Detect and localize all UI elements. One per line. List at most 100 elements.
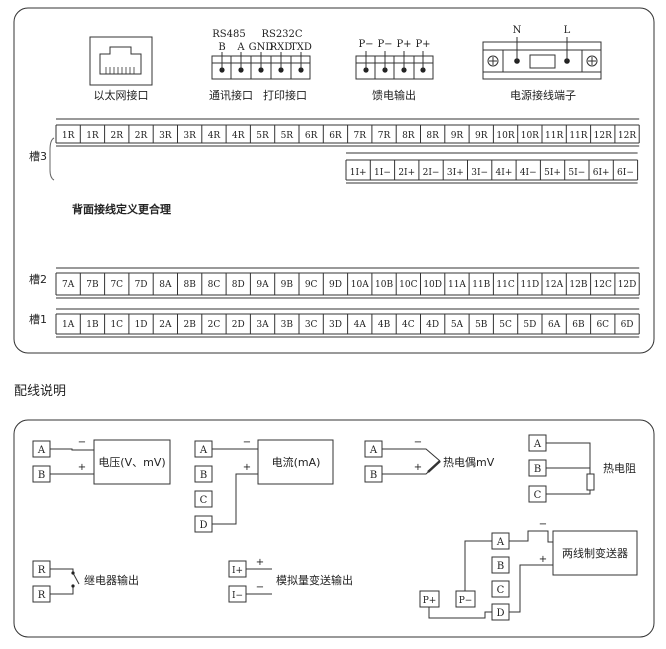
slot1-terminal: 1B [86, 320, 99, 330]
slot2-terminal: 8D [232, 280, 245, 290]
slot3-relay-terminal: 5R [281, 131, 294, 141]
slot2-terminal: 7D [135, 280, 148, 290]
slot2-terminal: 11A [448, 280, 466, 290]
print-label: 打印接口 [263, 88, 307, 102]
feed-label: 馈电输出 [372, 88, 416, 102]
slot3-relay-terminal: 6R [329, 131, 342, 141]
slot2-terminal: 11D [521, 280, 540, 290]
slot3-current-terminal: 5I+ [544, 168, 561, 178]
transmitter-wiring [419, 530, 638, 621]
transmitter-term-pplus: P+ [423, 596, 437, 606]
voltage-term-a: A [37, 445, 46, 456]
slot1-terminal: 3A [256, 320, 269, 330]
slot3-relay-terminal: 4R [232, 131, 245, 141]
slot3-relay-terminal: 3R [183, 131, 196, 141]
slot3-relay-terminal: 8R [402, 131, 415, 141]
slot3-relay-terminal: 12R [594, 131, 612, 141]
slot3-relay-terminal: 12R [618, 131, 636, 141]
relay-label: 继电器输出 [84, 573, 139, 587]
slot3-current-terminal: 6I+ [593, 168, 610, 178]
slot1-terminal: 2A [159, 320, 172, 330]
feed-pin-2: P− [377, 39, 392, 50]
slot1-terminal: 3D [329, 320, 342, 330]
slot1-terminal: 2C [208, 320, 221, 330]
slot2-terminal: 10D [423, 280, 442, 290]
comm-print-terminal-block [211, 52, 311, 80]
slot1-terminal: 6C [596, 320, 609, 330]
transmitter-term-d: D [496, 608, 504, 619]
voltage-term-b: B [38, 470, 45, 481]
slot3-relay-terminal: 10R [521, 131, 539, 141]
slot1-terminal: 5C [499, 320, 512, 330]
power-label: 电源接线端子 [510, 88, 576, 102]
slot3-current-terminal: 2I− [423, 168, 440, 178]
slot1-terminal: 5D [523, 320, 536, 330]
current-label: 电流(mA) [272, 455, 321, 469]
slot3-label: 槽3 [29, 150, 47, 163]
slot2-label: 槽2 [29, 273, 47, 286]
slot2-terminal: 9A [256, 280, 269, 290]
transmitter-term-b: B [497, 561, 504, 572]
rtd-term-c: C [534, 490, 542, 501]
slot3-relay-terminal: 6R [305, 131, 318, 141]
rtd-term-b: B [534, 464, 541, 475]
analog-sign-minus: − [256, 582, 264, 593]
transmitter-label: 两线制变送器 [562, 546, 628, 560]
analog-term-iminus: I− [232, 591, 243, 601]
slot1-terminal: 4B [378, 320, 391, 330]
transmitter-term-pminus: P− [459, 596, 473, 606]
slot3-bracket [49, 137, 55, 181]
current-term-c: C [200, 495, 208, 506]
slot1-terminal: 2B [183, 320, 196, 330]
relay-term-r2: R [38, 590, 46, 601]
print-pin-rxd: RXD [270, 42, 293, 53]
transmitter-sign-plus: + [539, 554, 547, 565]
feed-pin-3: P+ [396, 39, 411, 50]
relay-contact-top [71, 571, 75, 575]
voltage-wiring [32, 439, 171, 485]
slot1-terminal: 3B [281, 320, 294, 330]
slot2-terminal: 9B [281, 280, 294, 290]
relay-contact-bottom [71, 584, 75, 588]
relay-wiring [32, 560, 80, 603]
slot3-relay-terminal: 11R [569, 131, 587, 141]
slot2-terminal: 10A [351, 280, 369, 290]
slot3-current-terminal: 2I+ [398, 168, 415, 178]
comm-pin-b: B [218, 42, 225, 53]
slot3-relay-terminal: 2R [110, 131, 123, 141]
rs485-label: RS485 [212, 29, 245, 40]
slot2-terminal: 7B [86, 280, 99, 290]
slot1-terminal: 3C [305, 320, 318, 330]
current-sign-minus: − [243, 437, 251, 448]
slot3-current-strip: 1I+1I−2I+2I−3I+3I−4I+4I−5I+5I−6I+6I− [345, 152, 639, 184]
slot2-terminal: 8A [159, 280, 172, 290]
slot2-terminal: 9D [329, 280, 342, 290]
slot3-relay-terminal: 2R [135, 131, 148, 141]
slot2-terminal: 12B [569, 280, 587, 290]
wiring-heading: 配线说明 [14, 384, 66, 399]
slot3-relay-terminal: 1R [86, 131, 99, 141]
slot3-current-terminal: 1I− [374, 168, 391, 178]
slot2-terminal: 8B [183, 280, 196, 290]
slot2-terminal: 10C [399, 280, 417, 290]
slot1-terminal: 4D [426, 320, 439, 330]
analog-term-iplus: I+ [232, 566, 243, 576]
rtd-wiring [528, 434, 595, 503]
analog-wiring [228, 560, 272, 603]
power-pin-n: N [513, 25, 522, 36]
slot1-terminal: 4A [354, 320, 367, 330]
rtd-term-a: A [533, 439, 542, 450]
slot2-terminal: 7C [110, 280, 123, 290]
slot3-relay-terminal: 4R [208, 131, 221, 141]
slot2-terminal: 9C [305, 280, 318, 290]
thermocouple-wiring [364, 440, 441, 483]
thermocouple-term-b: B [370, 470, 377, 481]
feed-pin-4: P+ [415, 39, 430, 50]
transmitter-term-a: A [496, 537, 505, 548]
slot3-relay-terminal: 10R [496, 131, 514, 141]
slot3-current-terminal: 5I− [568, 168, 585, 178]
slot1-terminal: 5A [451, 320, 464, 330]
